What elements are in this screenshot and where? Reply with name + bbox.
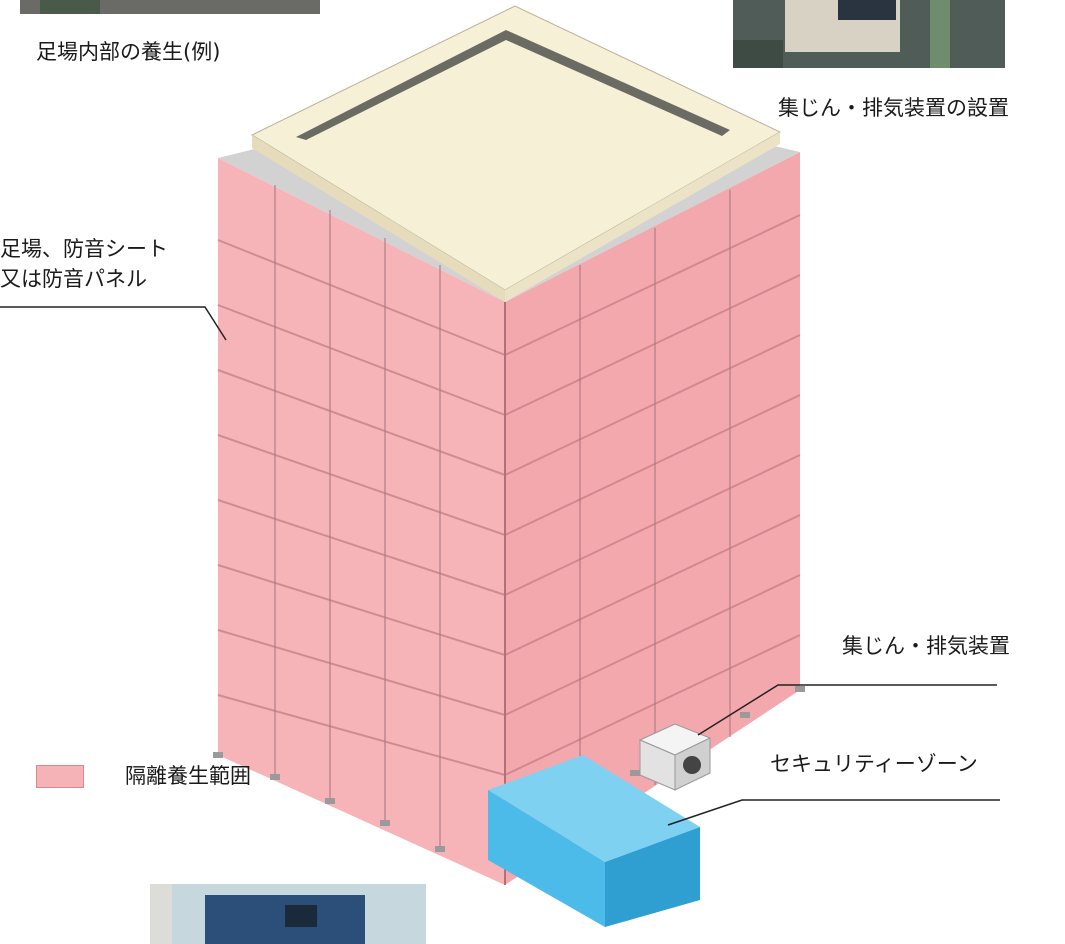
leader-lines (0, 306, 1000, 826)
interior-protection-photo-bottom (150, 884, 426, 944)
label-scaffold-line1: 足場、防音シート (0, 237, 168, 261)
legend-label: 隔離養生範囲 (125, 764, 251, 788)
label-scaffold-line2: 又は防音パネル (0, 267, 147, 291)
interior-protection-photo-top (20, 0, 320, 14)
security-zone-model (488, 755, 700, 927)
legend-swatch (36, 765, 84, 788)
label-interior-protection: 足場内部の養生(例) (36, 40, 221, 64)
label-dust-exhaust-unit: 集じん・排気装置 (842, 634, 1010, 658)
dust-exhaust-photo (733, 0, 1005, 68)
scaffold-enclosure (213, 5, 805, 885)
label-security-zone: セキュリティーゾーン (770, 752, 978, 776)
label-dust-exhaust-install: 集じん・排気装置の設置 (778, 96, 1009, 120)
dust-exhaust-unit-model (638, 723, 712, 791)
